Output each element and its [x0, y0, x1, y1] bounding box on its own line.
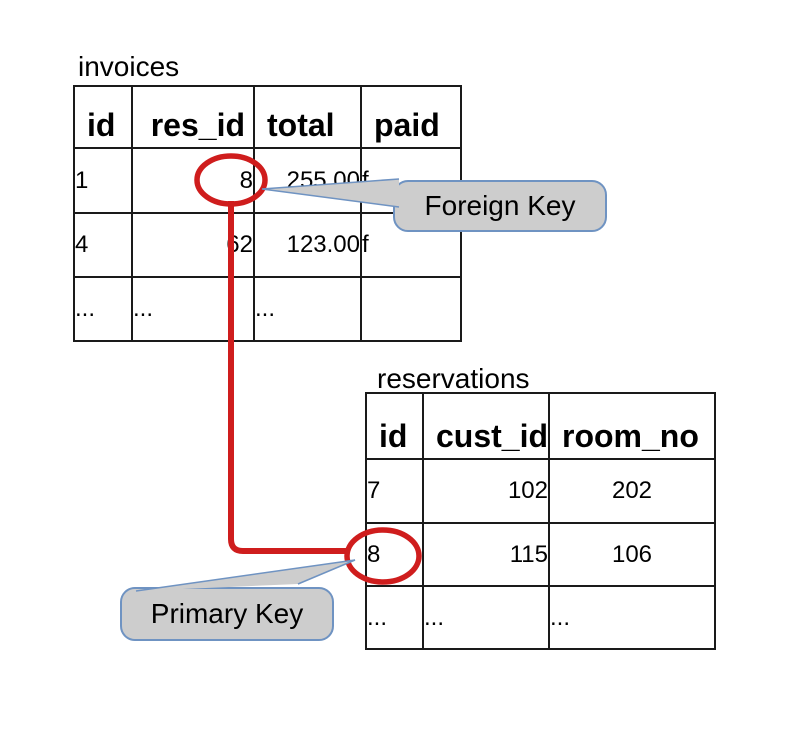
invoices-header-id: id: [73, 85, 133, 149]
reservations-header-cust-id: cust_id: [422, 392, 550, 460]
reservations-cell-room-no-1: 202: [548, 458, 716, 524]
invoices-cell-id-1: 1: [73, 147, 133, 214]
fk-value-cell: 8: [131, 147, 255, 214]
reservations-cell-cust-id-2: 115: [422, 522, 550, 587]
invoices-table-title: invoices: [78, 51, 180, 82]
invoices-header-row: id res_id total paid: [73, 85, 462, 149]
invoices-cell-res-id-ellipsis: ...: [131, 276, 255, 342]
invoices-cell-paid-empty: [360, 276, 462, 342]
reservations-header-id: id: [365, 392, 424, 460]
table-row: ... ... ...: [73, 276, 462, 342]
invoices-cell-id-ellipsis: ...: [73, 276, 133, 342]
invoices-header-total: total: [253, 85, 362, 149]
reservations-cell-id-ellipsis: ...: [365, 585, 424, 650]
table-row: 8 115 106: [365, 522, 716, 587]
reservations-cell-id-1: 7: [365, 458, 424, 524]
reservations-table: id cust_id room_no 7 102 202 8 115 106 .…: [365, 392, 716, 650]
table-row: 7 102 202: [365, 458, 716, 524]
reservations-table-title: reservations: [377, 363, 530, 394]
invoices-header-res-id: res_id: [131, 85, 255, 149]
invoices-cell-total-1: 255.00: [253, 147, 362, 214]
primary-key-callout: Primary Key: [120, 587, 334, 641]
reservations-cell-cust-id-1: 102: [422, 458, 550, 524]
pk-value-cell: 8: [365, 522, 424, 587]
primary-key-callout-label: Primary Key: [150, 598, 304, 629]
foreign-key-callout: Foreign Key: [393, 180, 607, 232]
reservations-cell-cust-id-ellipsis: ...: [422, 585, 550, 650]
invoices-header-paid: paid: [360, 85, 462, 149]
table-row: ... ... ...: [365, 585, 716, 650]
reservations-header-row: id cust_id room_no: [365, 392, 716, 460]
reservations-cell-room-no-2: 106: [548, 522, 716, 587]
invoices-cell-res-id-2: 62: [131, 212, 255, 278]
invoices-cell-id-2: 4: [73, 212, 133, 278]
reservations-header-room-no: room_no: [548, 392, 716, 460]
reservations-cell-room-no-ellipsis: ...: [548, 585, 716, 650]
invoices-cell-total-ellipsis: ...: [253, 276, 362, 342]
foreign-key-callout-label: Foreign Key: [424, 190, 576, 221]
invoices-cell-total-2: 123.00: [253, 212, 362, 278]
